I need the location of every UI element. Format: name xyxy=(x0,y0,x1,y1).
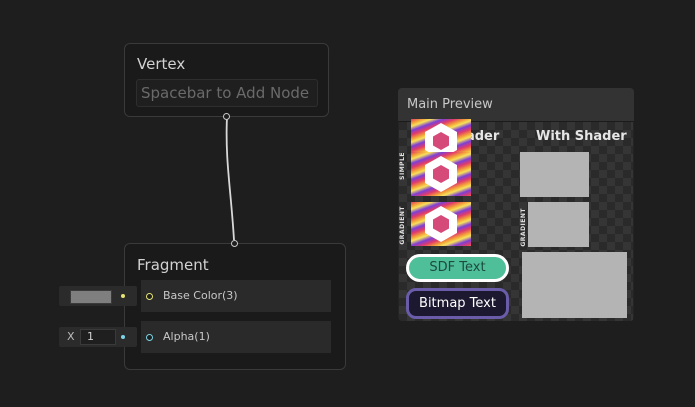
alpha-connector-dot xyxy=(121,335,125,339)
sample-label-gradient: GRADIENT xyxy=(399,206,406,245)
fragment-node[interactable]: Fragment Base Color(3) Alpha(1) xyxy=(124,243,346,370)
logo-sample-top xyxy=(411,152,471,196)
sample-label-gradient-shaded: GRADIENT xyxy=(520,208,527,247)
base-color-slot[interactable]: Base Color(3) xyxy=(141,280,331,312)
preview-title: Main Preview xyxy=(407,97,493,112)
alpha-slot[interactable]: Alpha(1) xyxy=(141,321,331,353)
bitmap-text-sample: Bitmap Text xyxy=(406,288,509,319)
logo-inner-icon xyxy=(433,132,449,150)
base-color-port[interactable] xyxy=(146,293,153,300)
base-color-input[interactable] xyxy=(59,286,137,306)
with-shader-heading: With Shader xyxy=(536,129,627,144)
base-color-label: Base Color(3) xyxy=(163,289,238,302)
logo-sample-gradient xyxy=(411,202,471,246)
vertex-node[interactable]: Vertex Spacebar to Add Node xyxy=(124,43,329,117)
shaded-sample-4 xyxy=(522,284,627,318)
alpha-label: Alpha(1) xyxy=(163,330,210,343)
shaded-sample-1 xyxy=(520,152,589,197)
vertex-title: Vertex xyxy=(137,55,186,73)
vertex-output-port[interactable] xyxy=(223,113,230,120)
fragment-title: Fragment xyxy=(137,256,209,274)
sample-label-simple: SIMPLE xyxy=(399,152,406,180)
logo-inner-icon xyxy=(433,165,449,183)
preview-header[interactable]: Main Preview xyxy=(398,88,634,122)
color-connector-dot xyxy=(121,294,125,298)
fragment-input-port[interactable] xyxy=(231,240,238,247)
alpha-input[interactable]: X 1 xyxy=(59,327,137,347)
logo-inner-icon xyxy=(433,215,449,233)
alpha-axis-label: X xyxy=(67,330,75,343)
add-node-hint[interactable]: Spacebar to Add Node xyxy=(136,79,318,107)
sdf-text-sample: SDF Text xyxy=(406,254,509,282)
shaded-sample-2 xyxy=(528,202,589,247)
shaded-sample-3 xyxy=(522,252,627,286)
alpha-port[interactable] xyxy=(146,334,153,341)
alpha-value-field[interactable]: 1 xyxy=(80,329,116,345)
color-swatch[interactable] xyxy=(70,290,112,304)
